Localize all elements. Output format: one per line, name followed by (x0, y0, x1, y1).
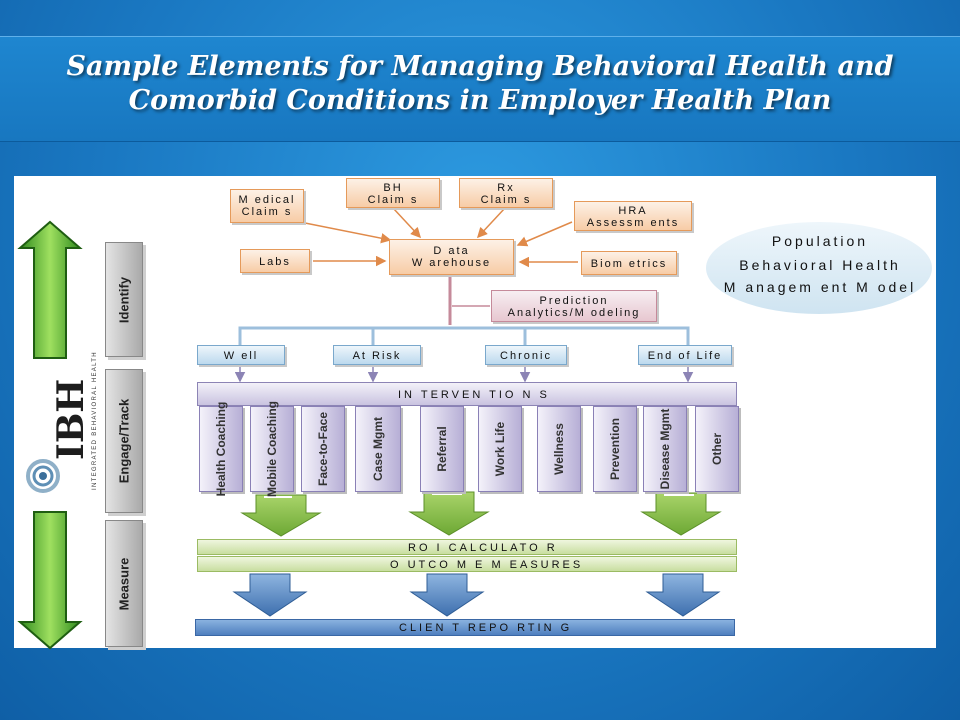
ibh-acronym: IBH (50, 378, 92, 460)
intervention-prevention: Prevention (593, 406, 637, 492)
population-line3: M anagem ent M odel (723, 279, 917, 295)
intervention-wellness: Wellness (537, 406, 581, 492)
intervention-work-life: Work Life (478, 406, 522, 492)
medical-claims-box: M edical Claim s (230, 189, 304, 223)
slide-title: Sample Elements for Managing Behavioral … (0, 50, 960, 118)
bh-claims-line1: BH (383, 182, 403, 194)
prediction-line1: Prediction (539, 295, 609, 307)
green-down-arrow-2 (408, 491, 490, 536)
stage-at-risk: At Risk (333, 345, 421, 365)
intervention-disease-mgmt: Disease Mgmt (643, 406, 687, 492)
medical-claims-line2: Claim s (241, 206, 293, 218)
double-arrow-top (17, 220, 83, 359)
ibh-logo: IBH INTEGRATED BEHAVIORAL HEALTH (20, 351, 100, 500)
blue-down-arrow-2 (409, 573, 485, 617)
intervention-mobile-coaching: Mobile Coaching (250, 401, 294, 497)
phase-label: Measure (116, 557, 132, 610)
green-down-arrow-1 (240, 494, 322, 537)
roi-calculator-bar: RO I CALCULATO R (197, 539, 737, 555)
data-warehouse-line1: D ata (433, 245, 470, 257)
hra-line2: Assessm ents (586, 217, 680, 229)
intervention-label: Health Coaching (214, 401, 228, 497)
medical-claims-line1: M edical (238, 194, 296, 206)
intervention-referral: Referral (420, 406, 464, 492)
stage-well: W ell (197, 345, 285, 365)
data-warehouse-box: D ata W arehouse (389, 239, 514, 275)
population-line1: Population (771, 233, 869, 249)
intervention-face-to-face: Face-to-Face (301, 406, 345, 492)
ibh-full-name: INTEGRATED BEHAVIORAL HEALTH (92, 351, 98, 490)
interventions-header: IN TERVEN TIO N S (197, 382, 737, 406)
biometrics-label: Biom etrics (590, 258, 668, 270)
blue-down-arrow-3 (645, 573, 721, 617)
bh-claims-box: BH Claim s (346, 178, 440, 208)
intervention-label: Referral (435, 426, 449, 472)
rx-claims-box: Rx Claim s (459, 178, 553, 208)
data-warehouse-line2: W arehouse (411, 257, 492, 269)
phase-label: Engage/Track (116, 398, 132, 484)
intervention-other: Other (695, 406, 739, 492)
arrow-hra-to-warehouse (516, 221, 573, 247)
outcome-measures-bar: O UTCO M E M EASURES (197, 556, 737, 572)
stage-branch (238, 326, 690, 345)
client-reporting-bar: CLIEN T REPO RTIN G (195, 619, 735, 636)
intervention-label: Wellness (552, 423, 566, 475)
labs-label: Labs (259, 256, 291, 268)
population-line2: Behavioral Health (739, 257, 901, 273)
stage-chronic: Chronic (485, 345, 567, 365)
green-down-arrow-3 (640, 492, 722, 536)
intervention-label: Other (710, 432, 724, 466)
ibh-swirl-icon (26, 459, 60, 493)
intervention-case-mgmt: Case Mgmt (355, 406, 401, 492)
intervention-label: Face-to-Face (316, 411, 330, 487)
labs-box: Labs (240, 249, 310, 273)
intervention-label: Mobile Coaching (265, 401, 279, 497)
title-line-2: Comorbid Conditions in Employer Health P… (128, 85, 832, 116)
biometrics-box: Biom etrics (581, 251, 677, 275)
arrow-bh-to-warehouse (392, 207, 422, 239)
stage-end-of-life: End of Life (638, 345, 732, 365)
arrow-medical-to-warehouse (299, 221, 392, 244)
double-arrow-bottom (17, 511, 83, 650)
hra-line1: HRA (618, 205, 648, 217)
phase-identify: Identify (105, 242, 143, 357)
population-model-ellipse (706, 222, 932, 314)
rx-claims-line1: Rx (497, 182, 515, 194)
phase-measure: Measure (105, 520, 143, 647)
rx-claims-line2: Claim s (480, 194, 532, 206)
prediction-box: Prediction Analytics/M odeling (491, 290, 657, 322)
intervention-label: Disease Mgmt (658, 408, 672, 490)
intervention-label: Case Mgmt (371, 416, 385, 482)
prediction-line2: Analytics/M odeling (507, 307, 641, 319)
phase-label: Identify (116, 276, 132, 323)
hra-box: HRA Assessm ents (574, 201, 692, 231)
arrow-rx-to-warehouse (476, 207, 506, 239)
intervention-label: Prevention (608, 417, 622, 481)
title-bar (0, 36, 960, 142)
blue-down-arrow-1 (232, 573, 308, 617)
intervention-health-coaching: Health Coaching (199, 402, 243, 496)
title-line-1: Sample Elements for Managing Behavioral … (66, 51, 894, 82)
phase-engage-track: Engage/Track (105, 369, 143, 513)
bh-claims-line2: Claim s (367, 194, 419, 206)
intervention-label: Work Life (493, 421, 507, 477)
